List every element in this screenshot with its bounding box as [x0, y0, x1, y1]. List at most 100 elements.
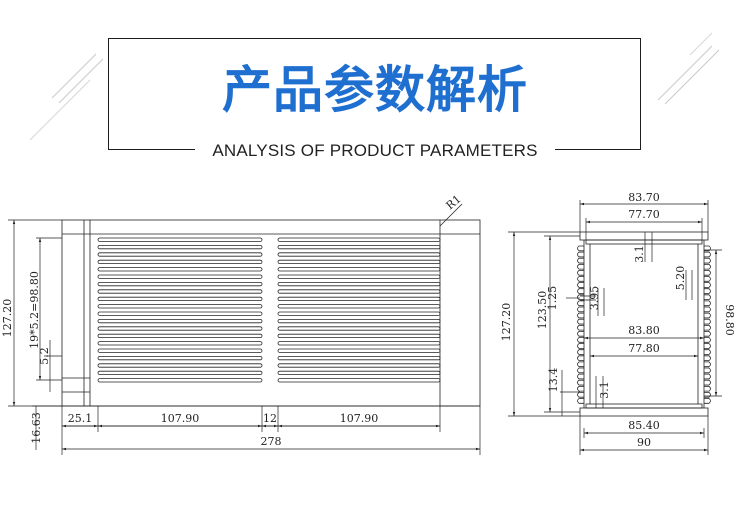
end-fin	[577, 331, 584, 337]
dim-seg-left: 25.1	[68, 412, 93, 425]
dim-total-length: 278	[261, 435, 282, 448]
dim-inner-width-mid2: 77.80	[628, 342, 660, 355]
end-fin	[577, 245, 584, 252]
dim-seg-gap: 12	[263, 412, 277, 425]
fin-slot	[97, 281, 263, 287]
fin-slot	[277, 348, 441, 353]
end-fin	[704, 398, 711, 404]
end-fin	[704, 251, 711, 258]
end-fin	[577, 379, 584, 386]
fin-slot	[97, 355, 263, 361]
end-fin	[577, 312, 584, 319]
fin-slot	[277, 326, 441, 331]
dim-bottom-rail: 13.4	[547, 368, 560, 393]
end-fin	[577, 294, 584, 300]
fin-slot	[97, 326, 263, 331]
fin-slot	[97, 311, 263, 316]
dim-outer-width-top: 83.70	[628, 191, 660, 204]
end-fin	[704, 282, 711, 288]
end-fin	[704, 288, 711, 294]
end-fin	[577, 343, 584, 349]
page-title: 产品参数解析	[222, 61, 528, 119]
end-fin	[704, 263, 711, 270]
fin-slot	[277, 304, 441, 309]
end-fin	[577, 355, 584, 361]
end-fin	[704, 367, 711, 374]
end-fin	[577, 373, 584, 380]
end-fin	[704, 392, 711, 398]
end-fin	[577, 361, 584, 368]
header: 产品参数解析 ANALYSIS OF PRODUCT PARAMETERS	[0, 0, 750, 175]
side-view-dimensions	[8, 219, 481, 455]
end-fin	[704, 337, 711, 343]
page-subtitle: ANALYSIS OF PRODUCT PARAMETERS	[212, 141, 538, 160]
end-fin	[577, 251, 584, 258]
dim-wall-top: 3.1	[633, 245, 646, 263]
side-view-outline	[61, 219, 481, 407]
dim-fin-spacing: 5.2	[38, 347, 51, 365]
fin-slot	[97, 296, 263, 302]
fin-slot	[277, 318, 441, 324]
end-fin	[704, 331, 711, 337]
fin-slot	[97, 244, 263, 250]
fin-slot	[97, 274, 263, 279]
end-fin	[704, 349, 711, 355]
dim-bottom-offset: 16.63	[30, 412, 43, 444]
end-fin	[704, 312, 711, 319]
dim-total-width: 90	[637, 436, 651, 449]
end-fin	[704, 343, 711, 349]
end-fin	[704, 306, 711, 313]
end-fin	[577, 276, 584, 282]
fin-slot	[97, 318, 263, 324]
end-fin	[704, 379, 711, 386]
dim-height-overall: 127.20	[1, 299, 14, 338]
end-fin	[577, 263, 584, 270]
fin-slot	[277, 252, 441, 257]
end-fin	[577, 288, 584, 294]
fin-slot	[277, 341, 441, 346]
end-view-dimensions	[508, 200, 722, 455]
fin-slot	[277, 333, 441, 339]
fin-slot	[97, 237, 263, 242]
dim-fin-step: 5.20	[674, 266, 687, 291]
end-fin	[704, 324, 711, 331]
end-fin	[577, 306, 584, 313]
dim-wall-bottom: 3.1	[598, 381, 611, 399]
dim-bottom-width: 85.40	[628, 419, 660, 432]
decorative-slashes-left	[29, 32, 720, 141]
fin-slot	[277, 244, 441, 250]
end-fin	[704, 294, 711, 300]
end-fin	[577, 337, 584, 343]
fin-slot	[277, 296, 441, 302]
dim-seg-fin-a: 107.90	[161, 412, 200, 425]
end-fin	[704, 318, 711, 325]
fin-slot	[277, 378, 441, 383]
end-fin	[577, 398, 584, 404]
end-fin	[577, 349, 584, 355]
fin-slot	[277, 363, 441, 368]
fin-group-right	[277, 237, 441, 383]
end-fin	[704, 373, 711, 380]
fin-group-left	[97, 237, 263, 383]
end-view	[577, 231, 711, 417]
dim-height-inner: 123.50	[536, 291, 549, 330]
dim-rail-thickness: 1.25	[546, 286, 559, 311]
fin-slot	[277, 311, 441, 316]
dim-fin-pitch: 19*5.2=98.80	[28, 271, 41, 349]
end-fin	[704, 361, 711, 368]
dim-inner-width-top: 77.70	[628, 208, 660, 221]
end-fin	[577, 367, 584, 374]
fin-slot	[97, 378, 263, 383]
fin-slot	[97, 304, 263, 309]
end-fin	[704, 355, 711, 361]
end-fin	[704, 245, 711, 252]
fin-slot	[97, 341, 263, 346]
end-fin	[577, 318, 584, 325]
end-fin	[577, 392, 584, 398]
end-view-fins	[577, 245, 711, 404]
end-fin	[577, 282, 584, 288]
fin-slot	[97, 370, 263, 376]
fin-slot	[97, 348, 263, 353]
side-view	[61, 203, 481, 407]
